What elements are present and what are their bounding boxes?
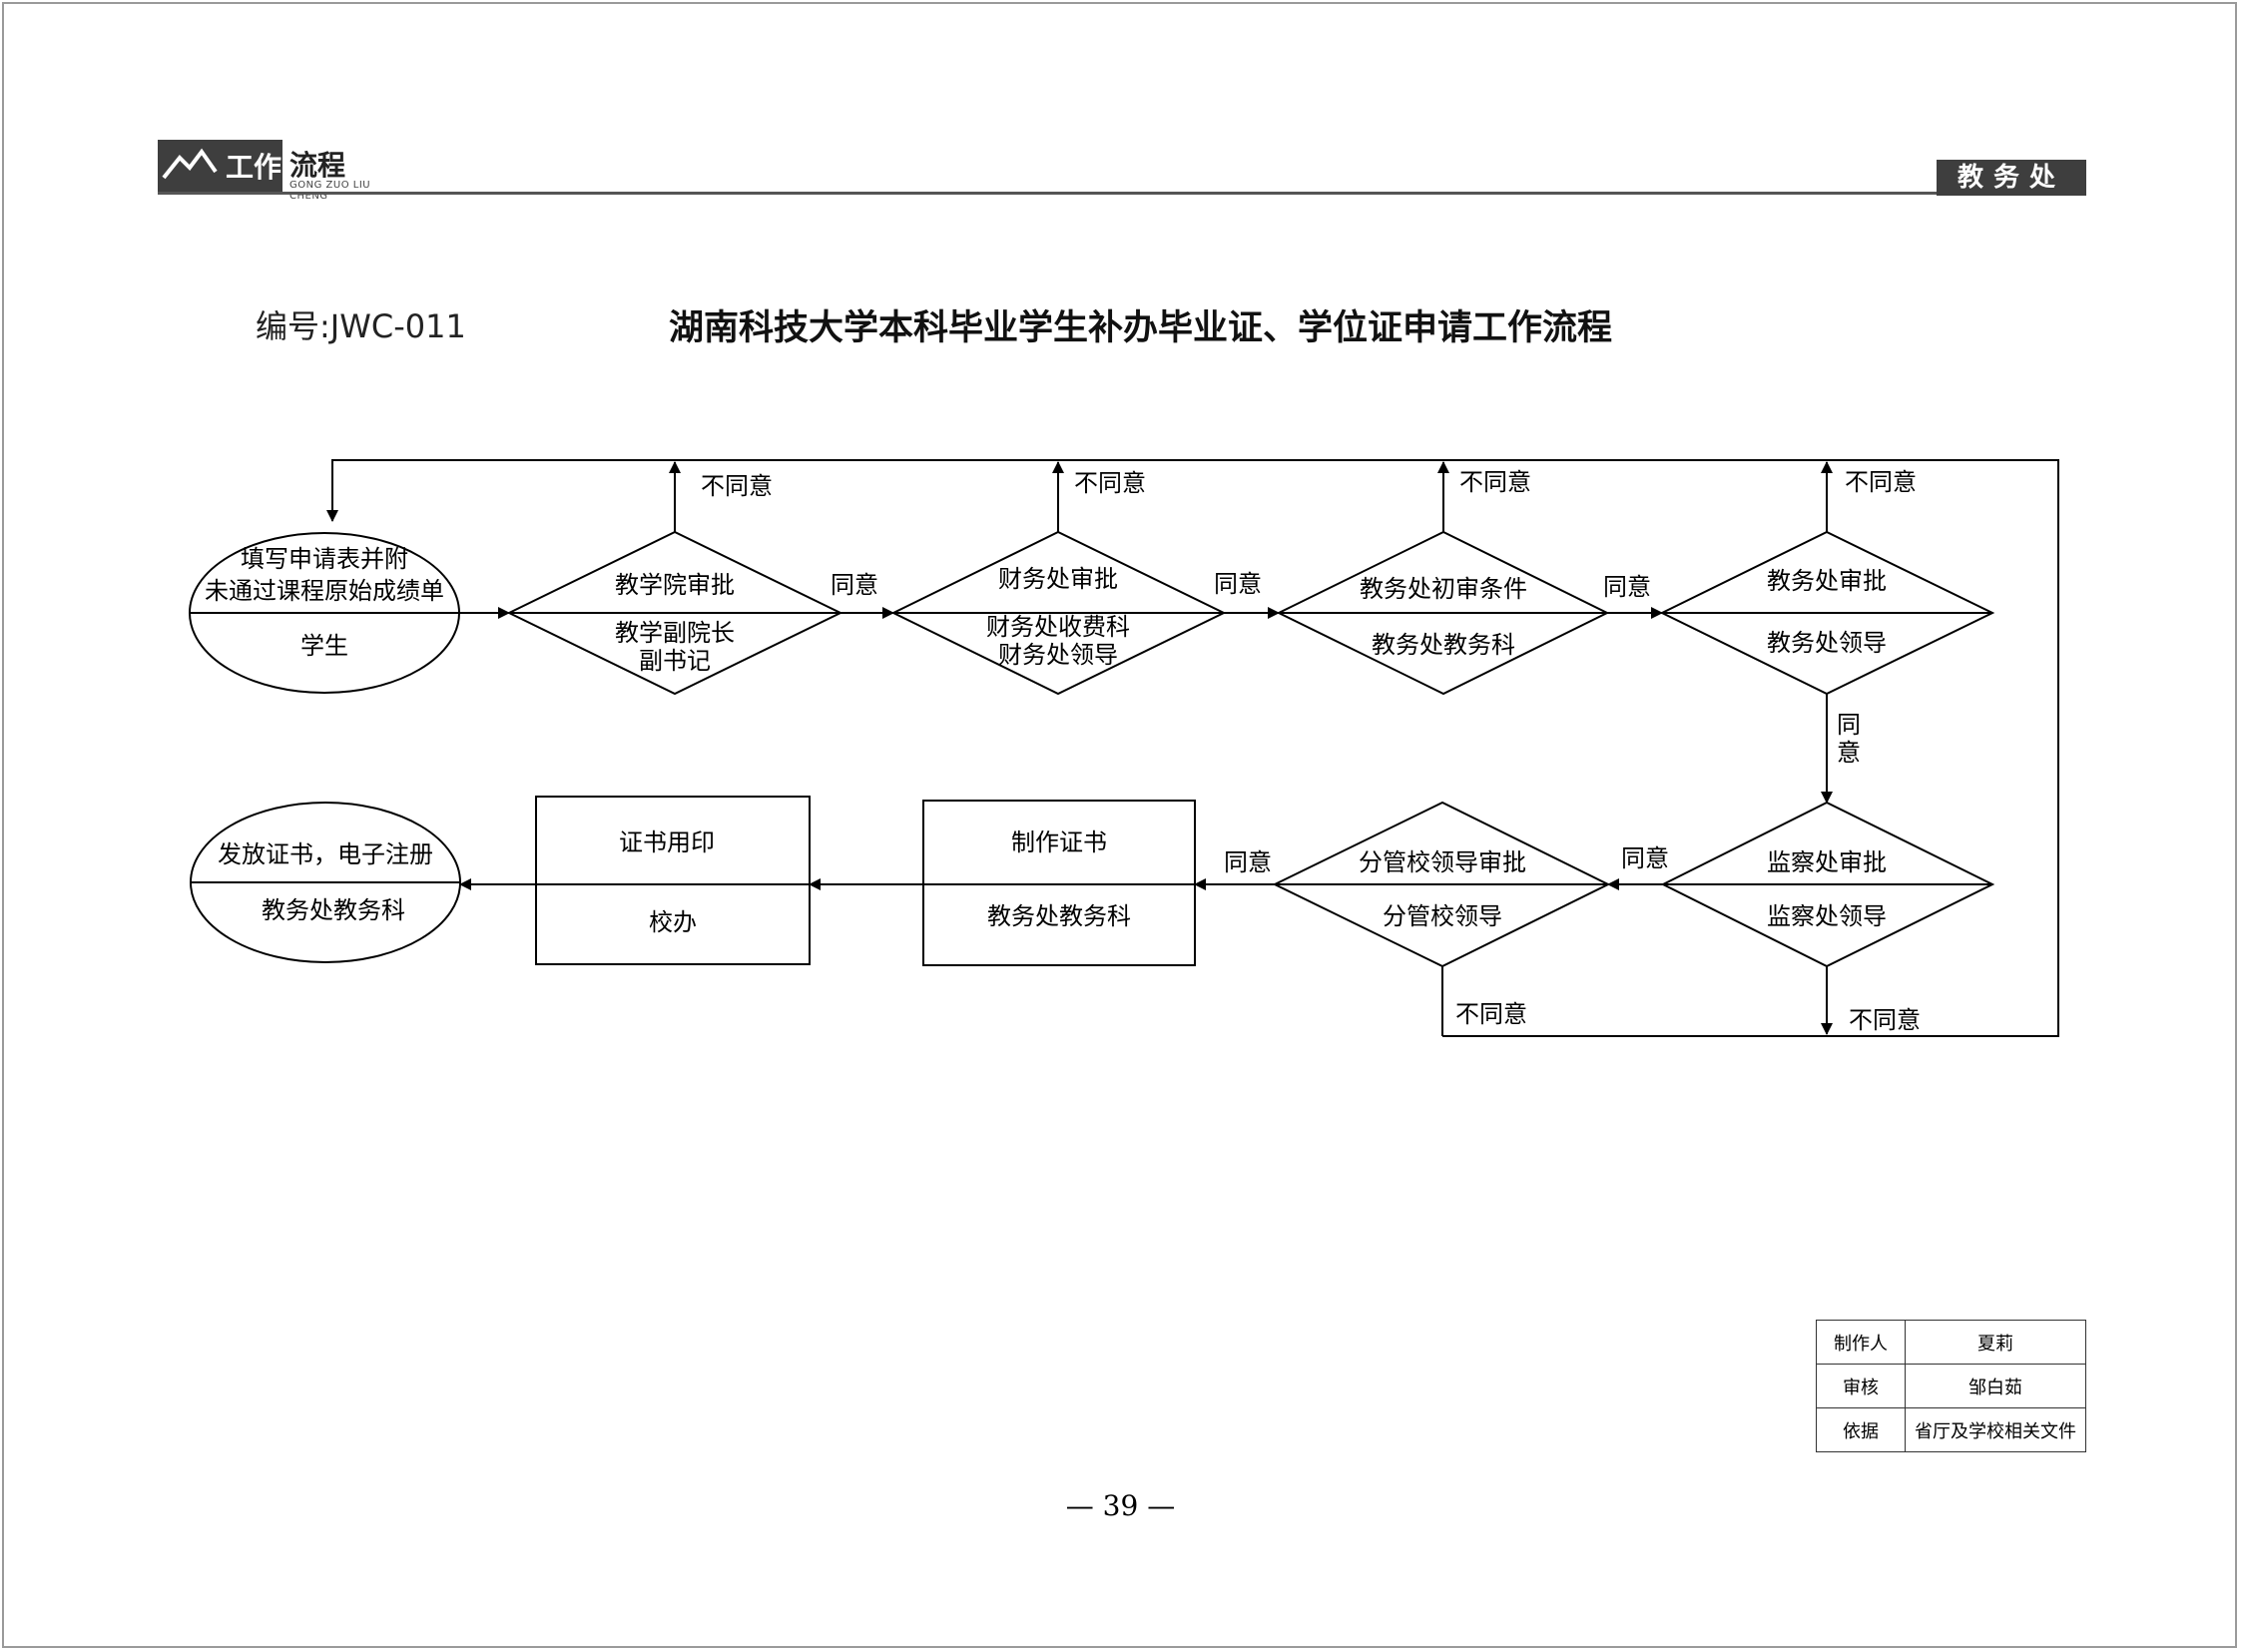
d5-reject-label: 不同意 (1849, 1006, 1921, 1034)
d2-reject-label: 不同意 (1074, 469, 1146, 497)
box1-action: 制作证书 (1011, 828, 1107, 856)
d2-actor1: 财务处收费科 (986, 613, 1130, 641)
d4-reject-label: 不同意 (1845, 468, 1917, 496)
logo-sub-text: 流程 (289, 149, 346, 182)
d6-action: 分管校领导审批 (1359, 848, 1526, 876)
logo-main-text: 工作 (226, 151, 282, 184)
d4-agree-label-1: 同 (1837, 711, 1861, 739)
document-title: 湖南科技大学本科毕业学生补办毕业证、学位证申请工作流程 (669, 308, 1613, 348)
meta-row: 审核 邹白茹 (1816, 1364, 2086, 1408)
meta-key: 制作人 (1816, 1320, 1906, 1365)
d3-agree-label: 同意 (1603, 573, 1651, 601)
header-rule (158, 192, 2086, 195)
end-node: 发放证书，电子注册 教务处教务科 (190, 802, 461, 963)
d1-actor2: 副书记 (639, 647, 711, 675)
start-line2: 未通过课程原始成绩单 (205, 577, 444, 605)
department-badge: 教务处 (1937, 160, 2086, 196)
document-meta-table: 制作人 夏莉 审核 邹白茹 依据 省厅及学校相关文件 (1816, 1320, 2086, 1452)
meta-key: 审核 (1816, 1364, 1906, 1408)
box2-actor: 校办 (649, 908, 697, 936)
d1-actor1: 教学副院长 (615, 619, 735, 647)
d6-reject-label: 不同意 (1455, 1000, 1527, 1028)
end-actor: 教务处教务科 (262, 896, 405, 924)
logo-block: 工作 (158, 140, 282, 192)
d6-agree-label: 同意 (1224, 848, 1272, 876)
decision-academic-approval: 教务处审批 教务处领导 (1659, 530, 1995, 696)
d1-agree-label: 同意 (831, 571, 878, 599)
d2-agree-label: 同意 (1214, 570, 1262, 598)
document-code: 编号:JWC-011 (256, 307, 466, 345)
d4-agree-label-2: 意 (1837, 739, 1861, 767)
d4-action: 教务处审批 (1767, 567, 1887, 595)
d2-action: 财务处审批 (998, 565, 1118, 593)
decision-supervision: 监察处审批 监察处领导 (1660, 801, 1995, 968)
d5-agree-label: 同意 (1621, 844, 1669, 872)
start-node: 填写申请表并附 未通过课程原始成绩单 学生 (189, 532, 460, 694)
process-make-certificate: 制作证书 教务处教务科 (922, 800, 1196, 966)
meta-row: 依据 省厅及学校相关文件 (1816, 1407, 2086, 1452)
d6-actor: 分管校领导 (1383, 902, 1502, 930)
d3-actor: 教务处教务科 (1372, 631, 1515, 659)
decision-academic-initial: 教务处初审条件 教务处教务科 (1276, 530, 1610, 696)
d1-action: 教学院审批 (615, 571, 735, 599)
decision-college: 教学院审批 教学副院长 副书记 (506, 530, 843, 696)
d3-reject-label: 不同意 (1459, 468, 1531, 496)
process-stamp-certificate: 证书用印 校办 (535, 796, 811, 965)
meta-key: 依据 (1816, 1407, 1906, 1452)
end-action: 发放证书，电子注册 (218, 840, 433, 868)
header-logo: 工作 流程 GONG ZUO LIU CHENG (158, 140, 382, 202)
start-line1: 填写申请表并附 (241, 545, 408, 573)
page-number: — 39 — (1065, 1489, 1176, 1522)
d2-actor2: 财务处领导 (998, 641, 1118, 669)
meta-value: 邹白茹 (1905, 1364, 2086, 1408)
d5-actor: 监察处领导 (1767, 902, 1887, 930)
d5-action: 监察处审批 (1767, 848, 1887, 876)
d3-action: 教务处初审条件 (1360, 575, 1527, 603)
decision-finance: 财务处审批 财务处收费科 财务处领导 (890, 530, 1227, 696)
box2-action: 证书用印 (619, 828, 715, 856)
logo-pinyin: GONG ZUO LIU CHENG (289, 180, 371, 202)
meta-value: 省厅及学校相关文件 (1905, 1407, 2086, 1452)
box1-actor: 教务处教务科 (987, 902, 1131, 930)
meta-value: 夏莉 (1905, 1320, 2086, 1365)
d4-actor: 教务处领导 (1767, 629, 1887, 657)
d1-reject-label: 不同意 (701, 472, 773, 500)
decision-vice-president: 分管校领导审批 分管校领导 (1272, 801, 1611, 968)
return-loop-line (326, 459, 2059, 1037)
meta-row: 制作人 夏莉 (1816, 1320, 2086, 1365)
start-actor: 学生 (300, 632, 348, 660)
mountain-icon (162, 148, 218, 180)
